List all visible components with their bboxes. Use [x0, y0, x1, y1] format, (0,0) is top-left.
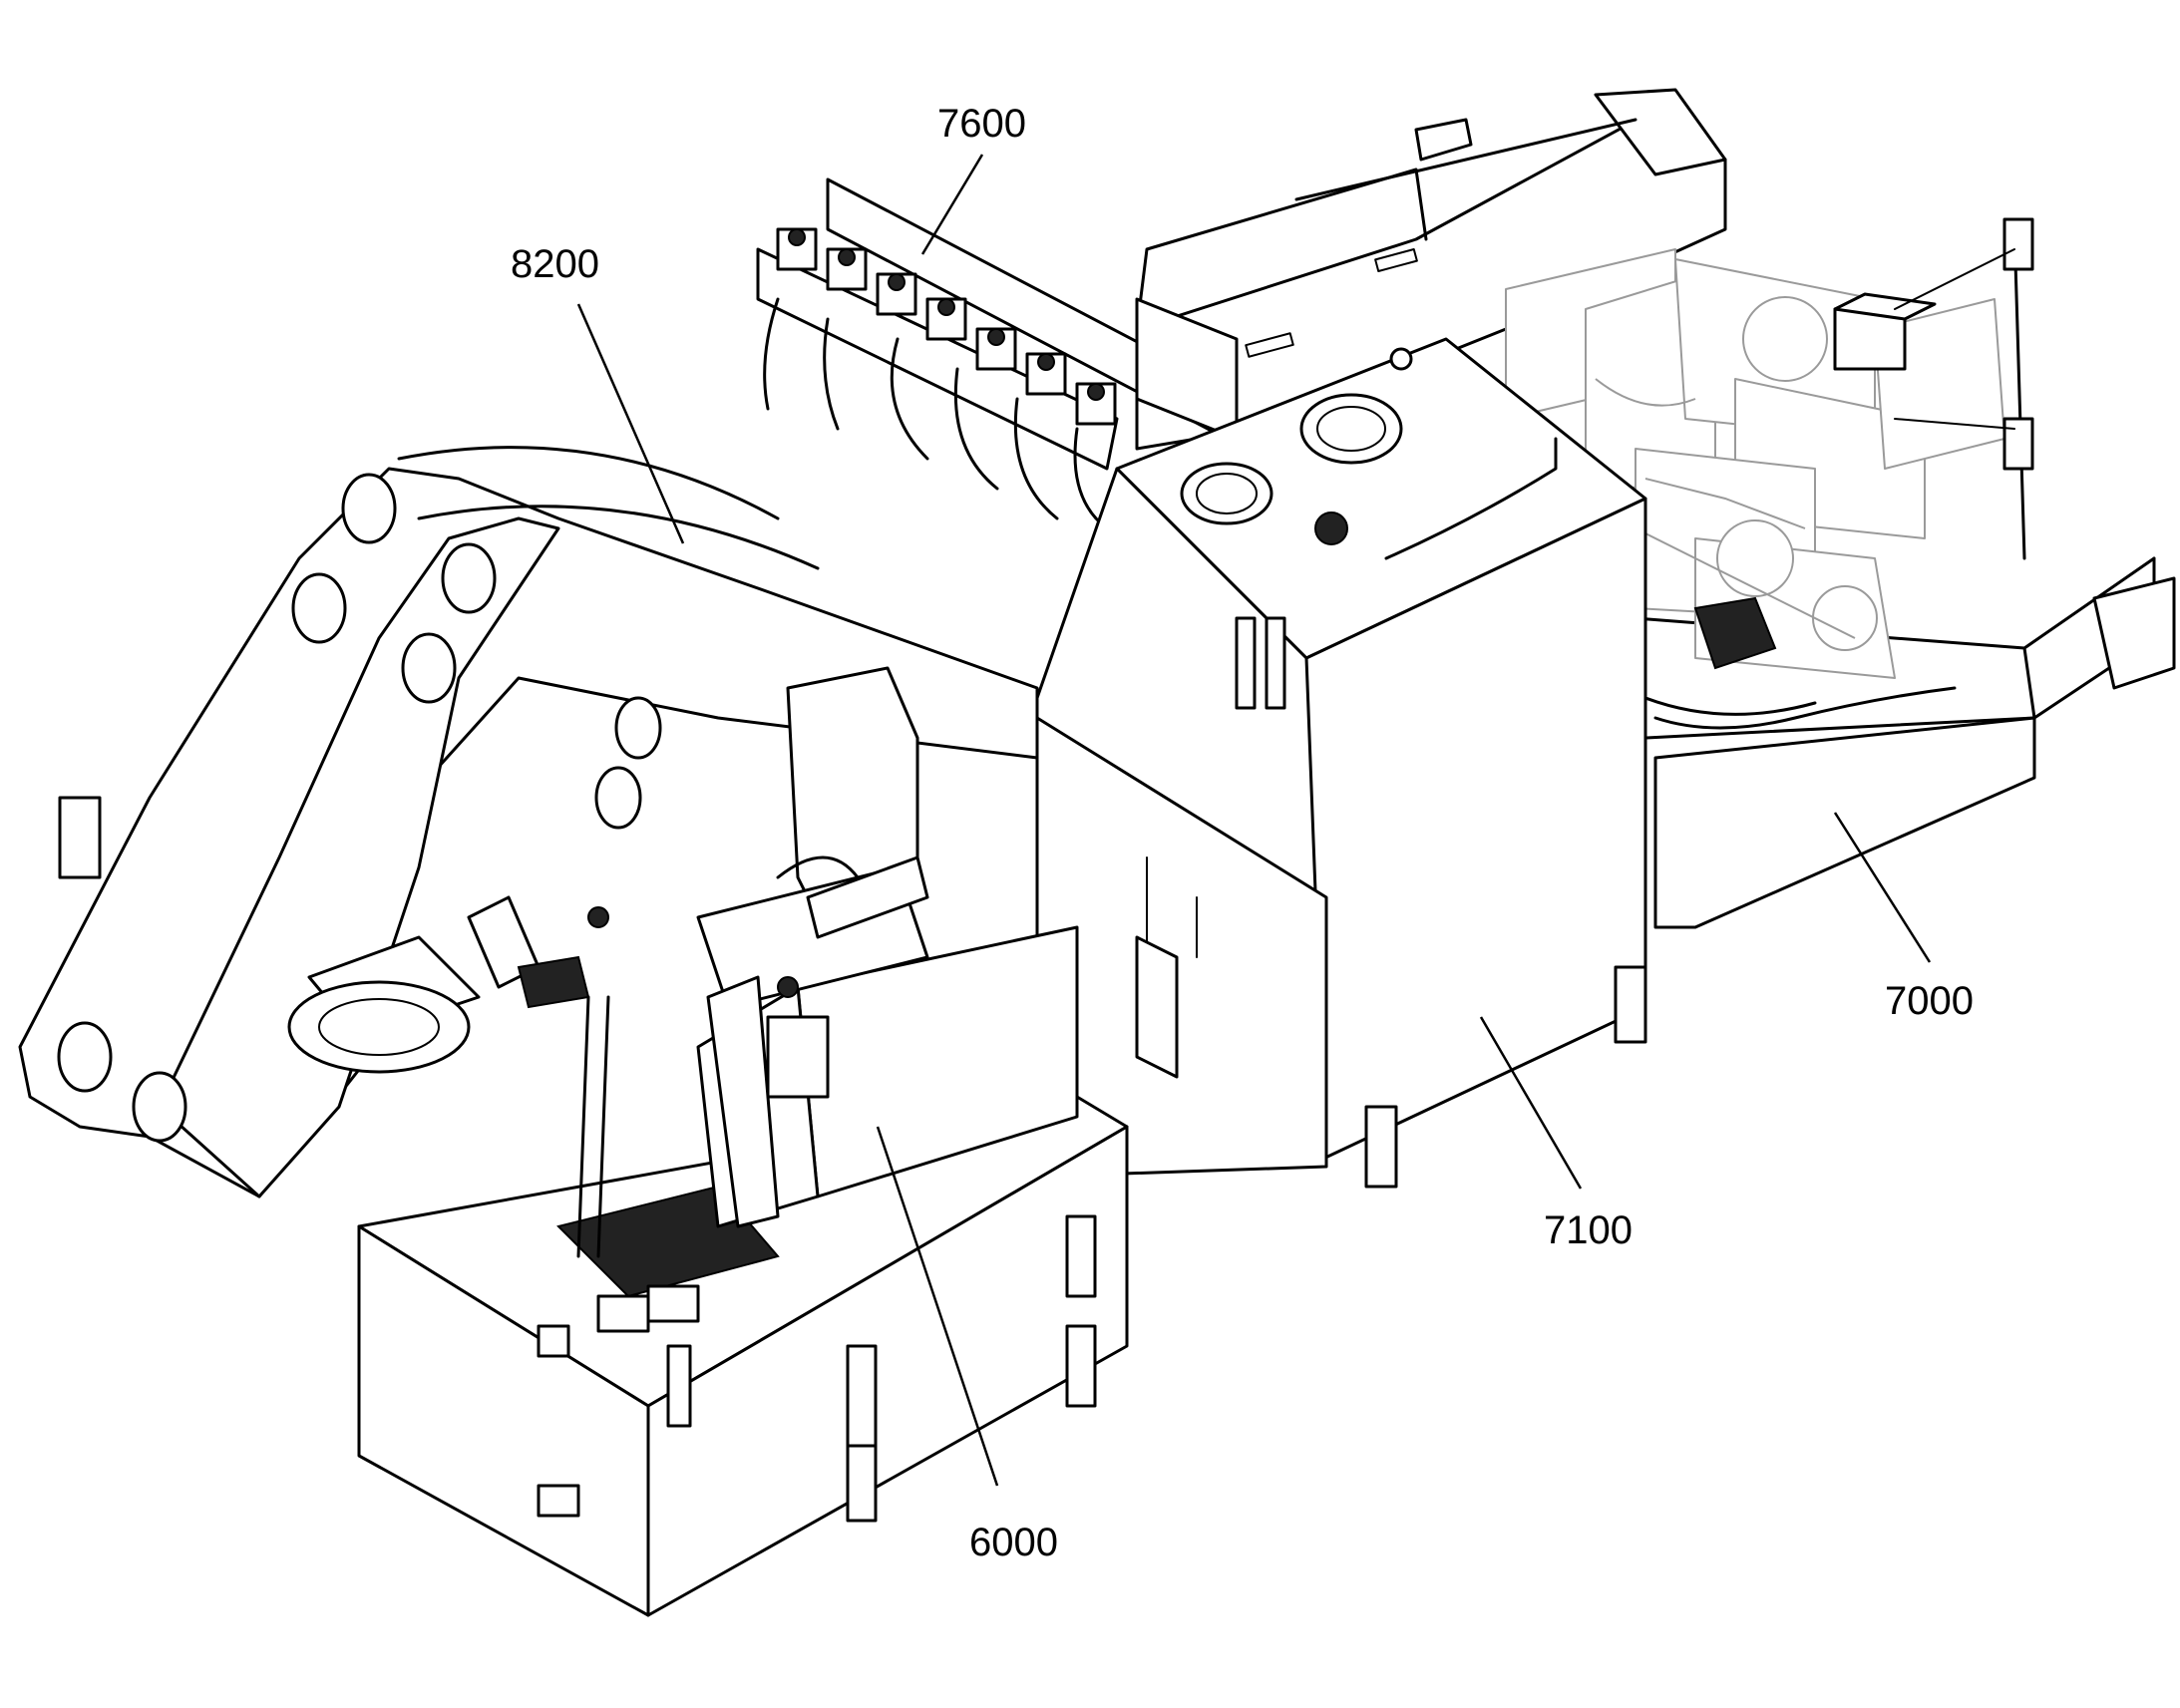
callout-7100: 7100	[1479, 1016, 1633, 1252]
callout-7000: 7000	[1833, 812, 1974, 1023]
callout-label: 6000	[969, 1521, 1058, 1564]
callout-label: 8200	[511, 242, 599, 286]
operator-seat	[467, 666, 929, 1258]
callout-6000: 6000	[876, 1126, 1058, 1564]
upper-frame-boom-mount	[18, 446, 1039, 1198]
callout-label: 7100	[1544, 1208, 1633, 1252]
rear-frame	[1135, 88, 2176, 929]
valve-spools	[776, 227, 1117, 426]
callout-label: 7600	[937, 102, 1026, 146]
callout-label: 7000	[1885, 979, 1974, 1023]
callout-7600: 7600	[920, 102, 1026, 255]
callout-8200: 8200	[511, 242, 685, 544]
hydraulic-pump-assembly	[1505, 217, 2034, 730]
hydraulic-tank	[1035, 337, 1647, 1189]
